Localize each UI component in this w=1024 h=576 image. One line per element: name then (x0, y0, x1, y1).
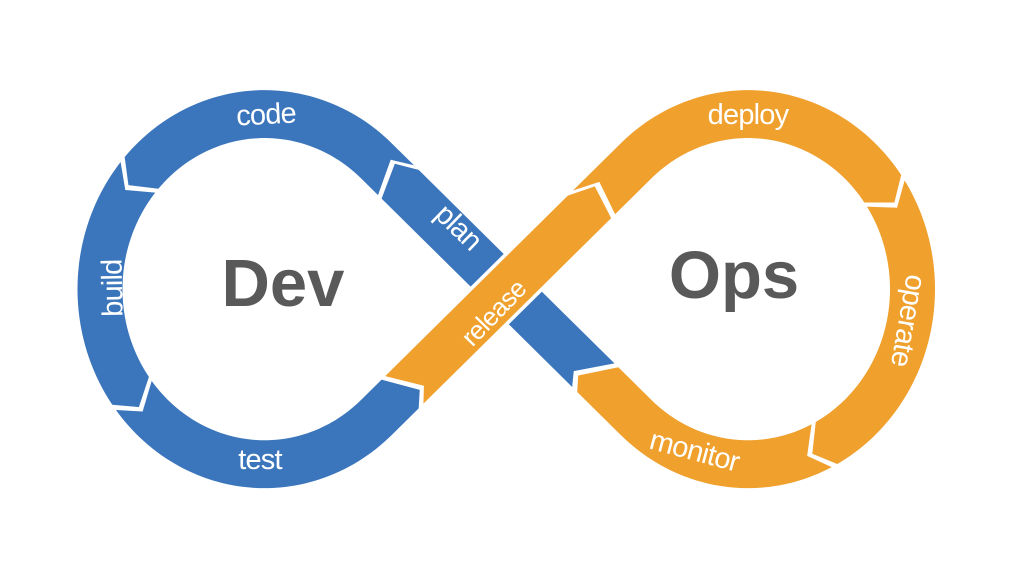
svg-text:deploy: deploy (708, 99, 790, 131)
svg-text:Dev: Dev (222, 246, 345, 321)
svg-text:code: code (235, 97, 296, 132)
svg-text:test: test (238, 444, 282, 476)
svg-text:Ops: Ops (669, 238, 799, 313)
svg-text:build: build (97, 259, 130, 317)
